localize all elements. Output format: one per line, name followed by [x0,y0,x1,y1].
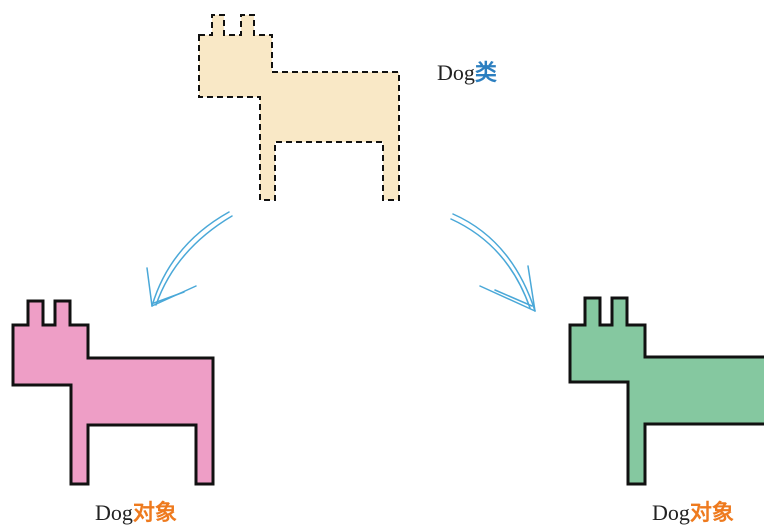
dog-object-right-label-name: Dog [652,500,690,525]
dog-class-shape [198,14,400,201]
dog-object-left-label: Dog对象 [95,502,177,524]
dog-object-right-label: Dog对象 [652,502,734,524]
arrow-right-head-2 [479,285,536,312]
dog-object-left-shape [11,299,215,486]
dog-object-left-label-suffix: 对象 [132,500,177,525]
arrow-right-shaft [452,213,536,312]
dog-object-right-shape [568,296,764,486]
arrow-right-head-3 [494,289,533,307]
arrow-right-shaft-echo [450,218,531,309]
arrow-right-head-1 [527,265,536,312]
dog-class-label-name: Dog [437,60,475,85]
dog-class-label-suffix: 类 [474,60,497,85]
arrow-left-head-1 [146,267,153,307]
dog-class-label: Dog类 [437,62,497,84]
arrow-left-shaft-echo [155,215,233,306]
dog-object-right-label-suffix: 对象 [689,500,734,525]
arrow-left-head-3 [153,291,185,304]
instantiation-arrow-left [146,211,233,307]
instantiation-arrow-right [450,213,536,312]
dog-object-left-label-name: Dog [95,500,133,525]
arrow-left-shaft [151,211,230,307]
